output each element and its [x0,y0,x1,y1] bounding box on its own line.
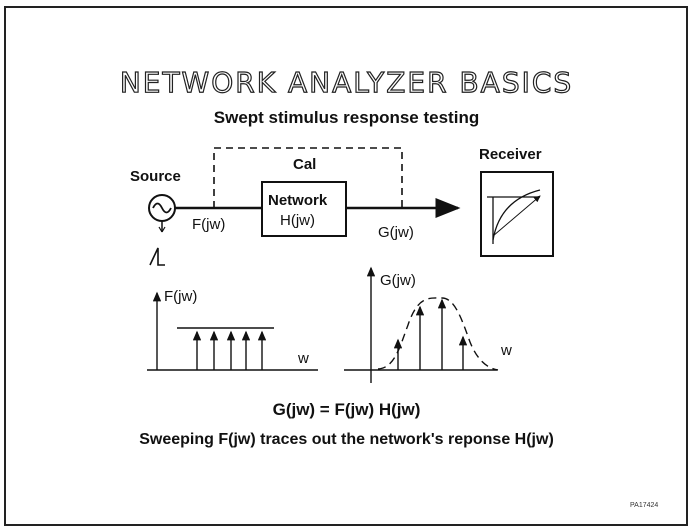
cal-path [213,147,403,208]
slide-title: NETWORK ANALYZER BASICS [119,65,574,99]
network-label: Network [268,192,328,209]
source-symbol [148,194,176,233]
f-spectrum-plot [147,291,318,371]
w-axis-label-1: w [298,350,309,367]
g-response-plot [344,266,499,383]
source-label: Source [130,168,181,185]
w-axis-label-2: w [501,342,512,359]
f-jw-label: F(jw) [192,216,226,233]
caption: Sweeping F(jw) traces out the network's … [139,431,554,448]
cal-label: Cal [293,156,317,173]
slide-frame [4,6,688,526]
h-jw-label: H(jw) [280,212,315,229]
ramp-icon [149,247,165,266]
g-axis-label: G(jw) [380,272,416,289]
slide-subtitle: Swept stimulus response testing [213,108,480,127]
receiver-display [480,171,554,257]
g-jw-label: G(jw) [378,224,414,241]
reference-code: PA17424 [630,502,659,509]
network-box [261,181,347,237]
f-axis-label: F(jw) [164,288,198,305]
receiver-label: Receiver [479,146,542,163]
equation: G(jw) = F(jw) H(jw) [272,400,421,419]
